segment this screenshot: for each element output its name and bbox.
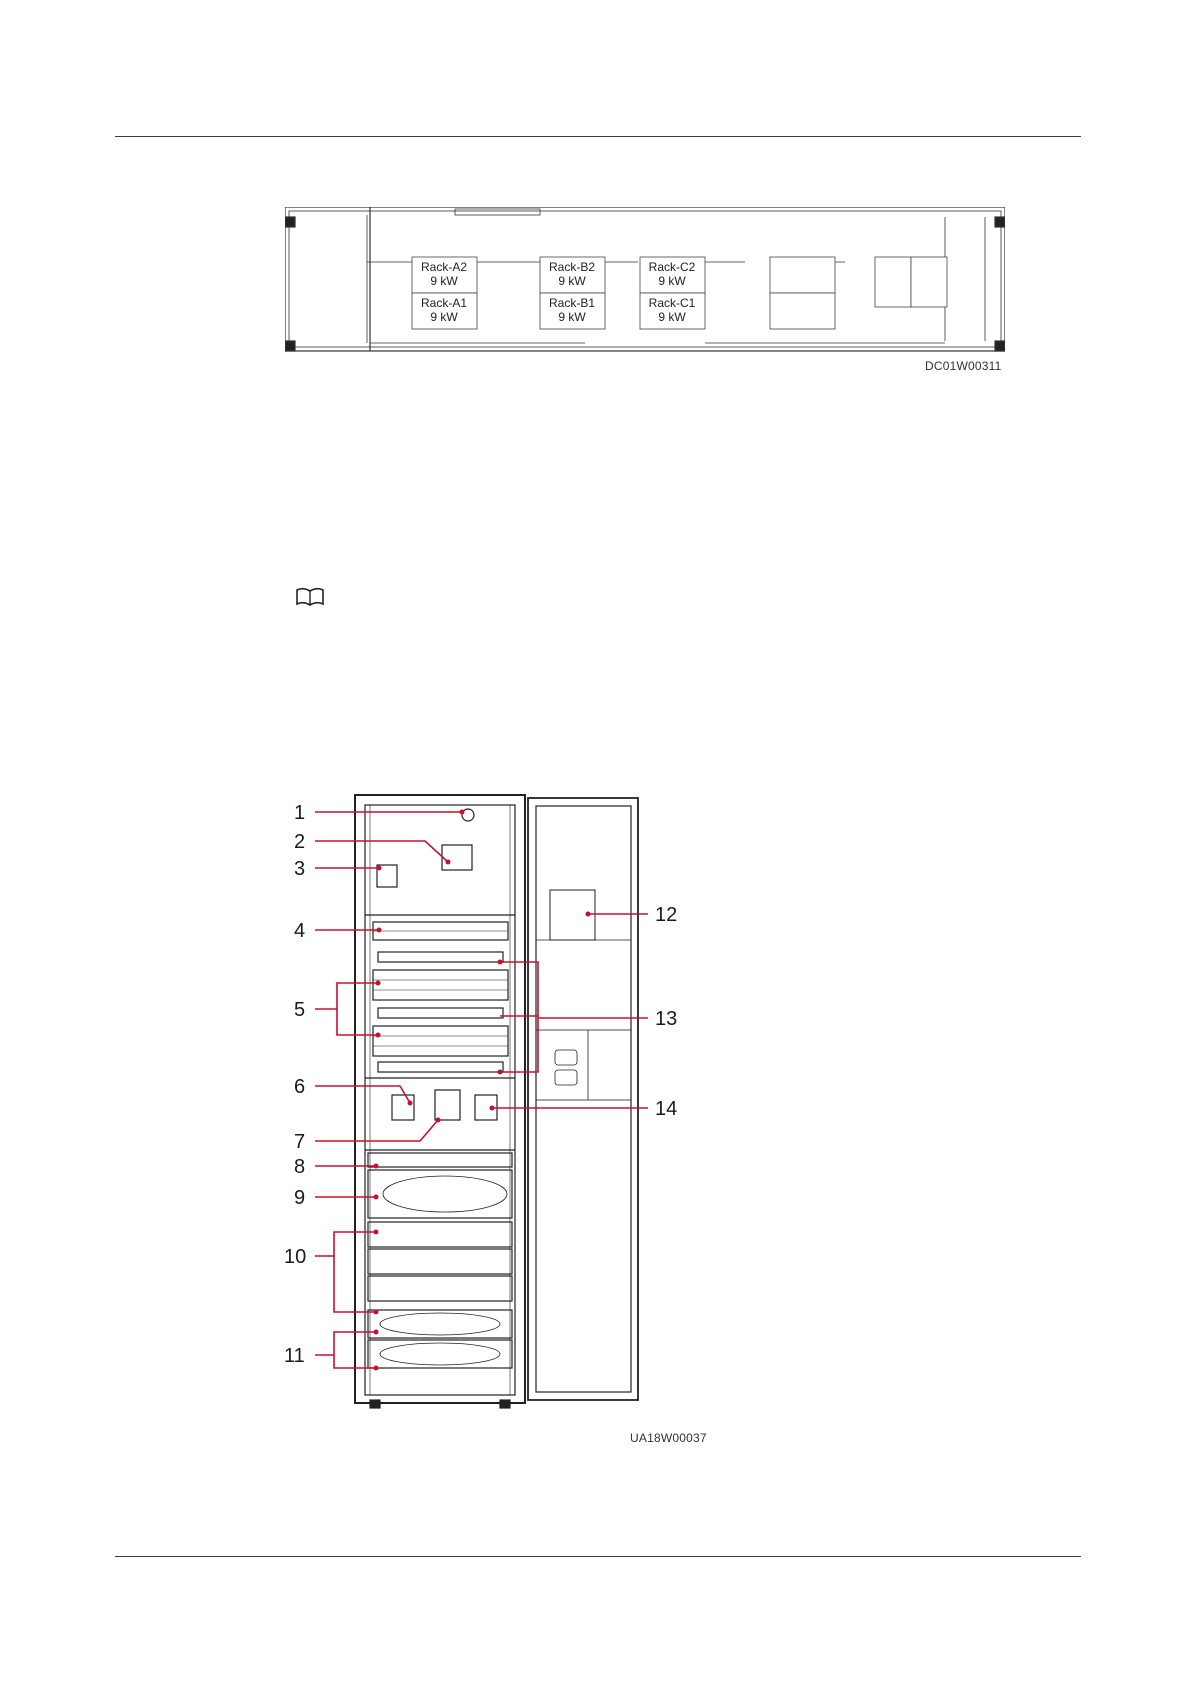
callout-2: 2 <box>294 831 305 853</box>
rack-c1-name: Rack-C1 <box>649 296 696 310</box>
callout-7: 7 <box>294 1131 305 1153</box>
rack-b2-power: 9 kW <box>558 274 586 288</box>
equipment-left <box>875 257 911 307</box>
callout-11: 11 <box>284 1345 305 1367</box>
empty-rack-top <box>770 257 835 293</box>
empty-rack-bottom <box>770 293 835 329</box>
rack-a2-power: 9 kW <box>430 274 458 288</box>
book-icon <box>295 587 325 607</box>
equipment-right <box>911 257 947 307</box>
rack-a1-name: Rack-A1 <box>421 296 467 310</box>
rack-a1-power: 9 kW <box>430 310 458 324</box>
footer-rule <box>115 1556 1081 1557</box>
callout-5: 5 <box>294 999 305 1021</box>
rack-b2-name: Rack-B2 <box>549 260 595 274</box>
callout-13: 13 <box>655 1008 677 1030</box>
callout-10: 10 <box>284 1246 306 1268</box>
rack-c2-name: Rack-C2 <box>649 260 696 274</box>
callout-6: 6 <box>294 1076 305 1098</box>
rack-b1-power: 9 kW <box>558 310 586 324</box>
rack-c1-power: 9 kW <box>658 310 686 324</box>
callout-8: 8 <box>294 1156 305 1178</box>
figure2-id: UA18W00037 <box>630 1431 707 1445</box>
rack-a2-name: Rack-A2 <box>421 260 467 274</box>
cabinet-figure: 1 2 3 4 5 6 7 8 9 10 11 12 13 14 <box>270 790 720 1440</box>
callout-14: 14 <box>655 1098 677 1120</box>
callout-9: 9 <box>294 1187 305 1209</box>
callout-4: 4 <box>294 920 305 942</box>
callout-12: 12 <box>655 904 677 926</box>
callout-3: 3 <box>294 858 305 880</box>
figure1-id: DC01W00311 <box>925 359 1001 373</box>
rack-c2-power: 9 kW <box>658 274 686 288</box>
header-rule <box>115 136 1081 137</box>
callout-1: 1 <box>294 802 305 824</box>
rack-b1-name: Rack-B1 <box>549 296 595 310</box>
container-layout-figure: Rack-A2 9 kW Rack-A1 9 kW Rack-B2 9 kW R… <box>285 207 1005 355</box>
